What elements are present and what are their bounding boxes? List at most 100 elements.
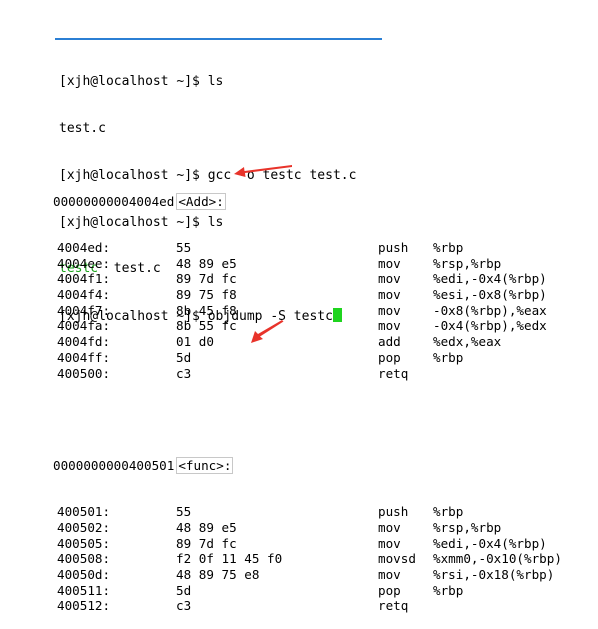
instruction-mnemonic: pop	[378, 349, 401, 365]
instruction-bytes: 55	[176, 504, 192, 520]
instruction-row: 4004ff: 5d pop %rbp	[53, 349, 463, 366]
instruction-bytes: 8b 55 fc	[176, 318, 237, 334]
instruction-operands: -0x4(%rbp),%edx	[433, 318, 547, 334]
function-address: 0000000000400501	[53, 458, 175, 474]
instruction-row: 400512: c3 retq	[53, 598, 408, 614]
function-address: 00000000004004ed	[53, 194, 175, 209]
instruction-operands: %edi,-0x4(%rbp)	[433, 271, 547, 287]
instruction-mnemonic: mov	[378, 271, 401, 287]
instruction-mnemonic: mov	[378, 519, 401, 535]
red-arrow-icon	[234, 165, 292, 177]
terminal-line: [xjh@localhost ~]$ objdump -S testc	[59, 308, 356, 324]
instruction-operands: %rbp	[433, 582, 464, 598]
instruction-bytes: 48 89 e5	[176, 519, 237, 535]
instruction-operands: %rbp	[433, 504, 464, 520]
instruction-row: 4004f4: 89 75 f8 mov %esi,-0x8(%rbp)	[53, 287, 547, 303]
instruction-address: 4004fd:	[57, 334, 111, 350]
shell-prompt: [xjh@localhost ~]$	[59, 74, 208, 90]
instruction-address: 400512:	[57, 598, 111, 614]
shell-command: objdump -S testc	[207, 309, 333, 325]
instruction-address: 4004ee:	[57, 255, 111, 271]
instruction-address: 4004ff:	[57, 349, 111, 365]
function-header: 00000000004004ed<Add>:	[53, 193, 233, 210]
instruction-address: 40050d:	[57, 566, 111, 582]
instruction-operands: %esi,-0x8(%rbp)	[433, 287, 547, 303]
instruction-mnemonic: movsd	[378, 551, 416, 567]
instruction-row: 400501: 55 push %rbp	[53, 504, 463, 520]
instruction-address: 400511:	[57, 582, 111, 598]
instruction-row: 400500: c3 retq	[53, 365, 408, 382]
instruction-operands: %edx,%eax	[433, 334, 502, 350]
instruction-mnemonic: mov	[378, 302, 401, 318]
instruction-address: 400502:	[57, 519, 111, 535]
instruction-bytes: c3	[176, 365, 192, 381]
shell-prompt: [xjh@localhost ~]$	[59, 309, 208, 325]
command-output: test.c	[59, 120, 106, 136]
instruction-bytes: 89 75 f8	[176, 287, 237, 303]
instruction-bytes: 48 89 75 e8	[176, 566, 260, 582]
instruction-bytes: 5d	[176, 349, 192, 365]
terminal-line: testc test.c	[59, 261, 356, 277]
instruction-address: 4004f1:	[57, 271, 111, 287]
shell-prompt: [xjh@localhost ~]$	[59, 214, 208, 230]
instruction-mnemonic: mov	[378, 566, 401, 582]
instruction-bytes: 89 7d fc	[176, 271, 237, 287]
instruction-row: 4004fd: 01 d0 add %edx,%eax	[53, 334, 501, 350]
instruction-address: 4004ed:	[57, 240, 111, 255]
instruction-row: 4004fa: 8b 55 fc mov -0x4(%rbp),%edx	[53, 318, 547, 334]
instruction-mnemonic: mov	[378, 255, 401, 271]
instruction-address: 400500:	[57, 365, 111, 381]
terminal-line: test.c	[59, 121, 356, 137]
function-symbol: <func>:	[176, 457, 234, 475]
instruction-mnemonic: add	[378, 334, 401, 350]
shell-command: ls	[207, 74, 224, 90]
instruction-operands: %rbp	[433, 349, 464, 365]
instruction-mnemonic: retq	[378, 598, 409, 614]
instruction-address: 4004f4:	[57, 287, 111, 303]
instruction-bytes: 89 7d fc	[176, 535, 237, 551]
function-header: 0000000000400501<func>:	[53, 457, 234, 475]
shell-command: ls	[207, 214, 224, 230]
command-output: test.c	[113, 261, 161, 277]
instruction-operands: %rsp,%rbp	[433, 519, 502, 535]
executable-file-name: testc	[59, 261, 99, 277]
instruction-bytes: 48 89 e5	[176, 255, 237, 271]
instruction-mnemonic: mov	[378, 318, 401, 334]
shell-prompt: [xjh@localhost ~]$	[59, 167, 208, 183]
instruction-address: 400501:	[57, 504, 111, 520]
instruction-address: 4004f7:	[57, 302, 111, 318]
arrow-shape	[234, 165, 292, 177]
instruction-mnemonic: retq	[378, 365, 409, 381]
instruction-row: 4004f1: 89 7d fc mov %edi,-0x4(%rbp)	[53, 271, 547, 287]
instruction-bytes: f2 0f 11 45 f0	[176, 551, 283, 567]
instruction-mnemonic: push	[378, 240, 409, 255]
instruction-operands: %rbp	[433, 240, 464, 255]
instruction-mnemonic: mov	[378, 535, 401, 551]
instruction-bytes: 5d	[176, 582, 192, 598]
instruction-operands: %xmm0,-0x10(%rbp)	[433, 551, 562, 567]
instruction-mnemonic: push	[378, 504, 409, 520]
instruction-address: 400505:	[57, 535, 111, 551]
instruction-mnemonic: pop	[378, 582, 401, 598]
function-symbol: <Add>:	[176, 193, 226, 210]
instruction-bytes: 01 d0	[176, 334, 214, 350]
instruction-mnemonic: mov	[378, 287, 401, 303]
instruction-address: 4004fa:	[57, 318, 111, 334]
instruction-operands: %rsi,-0x18(%rbp)	[433, 566, 555, 582]
arrow-shape	[251, 320, 284, 343]
instruction-row: 40050d: 48 89 75 e8 mov %rsi,-0x18(%rbp)	[53, 566, 554, 583]
terminal-line: [xjh@localhost ~]$ ls	[59, 74, 356, 90]
instruction-row: 400511: 5d pop %rbp	[53, 582, 463, 599]
instruction-bytes: c3	[176, 598, 192, 614]
instruction-operands: %edi,-0x4(%rbp)	[433, 535, 547, 551]
red-arrow-icon	[251, 320, 284, 343]
disassembly-output: 00000000004004ed<Add>: 4004ed: 55 push %rbp…	[53, 164, 562, 629]
terminal-line: [xjh@localhost ~]$ ls	[59, 215, 356, 231]
instruction-operands: -0x8(%rbp),%eax	[433, 302, 547, 318]
instruction-address: 400508:	[57, 551, 111, 567]
instruction-row: 400502: 48 89 e5 mov %rsp,%rbp	[53, 519, 501, 536]
instruction-row: 400505: 89 7d fc mov %edi,-0x4(%rbp)	[53, 535, 547, 552]
